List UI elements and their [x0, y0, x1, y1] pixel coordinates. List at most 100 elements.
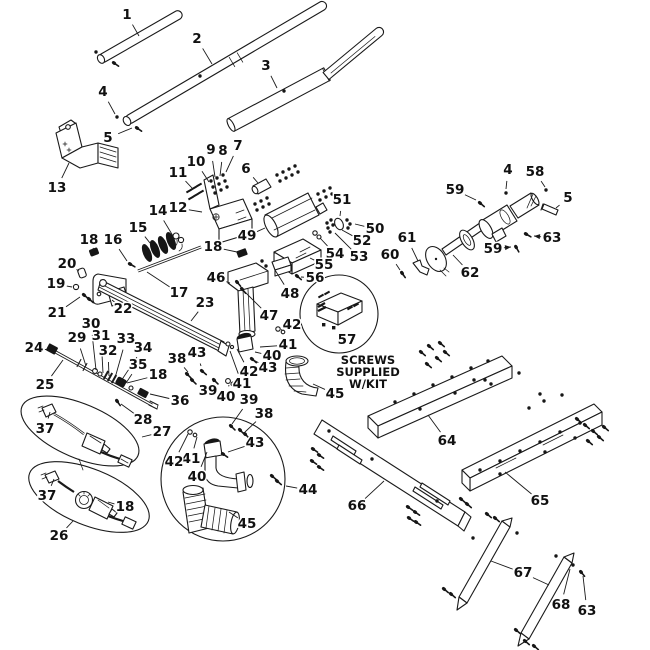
- part-label-40: 40: [188, 469, 207, 485]
- part-label-31: 31: [92, 328, 111, 344]
- part-label-40: 40: [263, 348, 282, 364]
- part-label-22: 22: [114, 301, 133, 317]
- part-label-16: 16: [104, 232, 123, 248]
- part-label-14: 14: [149, 203, 168, 219]
- part-label-35: 35: [129, 357, 148, 373]
- kit-note-line-1: SCREWS: [341, 353, 395, 367]
- part-label-26: 26: [50, 528, 69, 544]
- part-label-45: 45: [238, 516, 257, 532]
- part-label-17: 17: [170, 285, 189, 301]
- kit-note-line-2: SUPPLIED: [336, 365, 400, 379]
- part-label-39: 39: [199, 383, 218, 399]
- part-label-37: 37: [38, 488, 57, 504]
- part-label-42: 42: [240, 364, 259, 380]
- part-label-18: 18: [149, 367, 168, 383]
- part-label-59: 59: [446, 182, 465, 198]
- part-label-23: 23: [196, 295, 215, 311]
- part-label-54: 54: [326, 246, 345, 262]
- part-label-6: 6: [241, 161, 250, 177]
- part-label-38: 38: [168, 351, 187, 367]
- pivot-bar-assembly: [92, 273, 230, 357]
- part-label-12: 12: [169, 200, 188, 216]
- mount-bracket-assembly: [77, 174, 344, 279]
- part-label-41: 41: [182, 451, 201, 467]
- chute-assembly: [227, 256, 292, 353]
- spinner-shaft-assembly: [412, 192, 559, 277]
- part-label-52: 52: [353, 233, 372, 249]
- leader-lines: [44, 24, 587, 601]
- part-label-5: 5: [103, 130, 112, 146]
- part-label-65: 65: [531, 493, 550, 509]
- corrugated-elbow-upper: [284, 355, 319, 397]
- part-label-43: 43: [188, 345, 207, 361]
- deflector-strips: [456, 517, 575, 647]
- linkage-rod-assembly: [46, 343, 159, 410]
- part-label-18: 18: [80, 232, 99, 248]
- part-label-55: 55: [315, 257, 334, 273]
- mounting-rails: [313, 355, 603, 532]
- part-label-13: 13: [48, 180, 67, 196]
- part-label-41: 41: [279, 337, 298, 353]
- part-label-58: 58: [526, 164, 545, 180]
- part-label-56: 56: [306, 270, 325, 286]
- part-label-42: 42: [283, 317, 302, 333]
- part-label-53: 53: [350, 249, 369, 265]
- part-label-49: 49: [238, 228, 257, 244]
- part-label-41: 41: [233, 376, 252, 392]
- part-label-34: 34: [134, 340, 153, 356]
- cable-detail-ellipses: [20, 395, 150, 533]
- part-label-33: 33: [117, 331, 136, 347]
- part-label-42: 42: [165, 454, 184, 470]
- part-label-37: 37: [36, 421, 55, 437]
- kit-note: SCREWS SUPPLIED W/KIT: [336, 353, 400, 391]
- part-label-18: 18: [116, 499, 135, 515]
- part-label-9: 9: [206, 142, 215, 158]
- part-label-63: 63: [578, 603, 597, 619]
- part-label-5: 5: [563, 190, 572, 206]
- part-label-4: 4: [98, 84, 107, 100]
- part-label-7: 7: [233, 138, 242, 154]
- controller-detail-circle: [299, 274, 379, 354]
- part-label-32: 32: [99, 343, 118, 359]
- part-label-18: 18: [204, 239, 223, 255]
- part-label-68: 68: [552, 597, 571, 613]
- part-label-8: 8: [218, 143, 227, 159]
- part-label-24: 24: [25, 340, 44, 356]
- part-label-48: 48: [281, 286, 300, 302]
- part-label-27: 27: [153, 424, 172, 440]
- part-label-19: 19: [47, 276, 66, 292]
- hardware-fasteners: [65, 50, 610, 650]
- part-label-4: 4: [503, 162, 512, 178]
- part-label-43: 43: [246, 435, 265, 451]
- part-label-36: 36: [171, 393, 190, 409]
- part-label-29: 29: [68, 330, 87, 346]
- part-label-50: 50: [366, 221, 385, 237]
- part-label-57: 57: [338, 332, 357, 348]
- part-label-63: 63: [543, 230, 562, 246]
- part-label-15: 15: [129, 220, 148, 236]
- part-label-66: 66: [348, 498, 367, 514]
- kit-note-line-3: W/KIT: [349, 377, 387, 391]
- part-label-30: 30: [82, 316, 101, 332]
- part-label-40: 40: [217, 389, 236, 405]
- part-label-21: 21: [48, 305, 67, 321]
- part-label-2: 2: [192, 31, 201, 47]
- part-label-10: 10: [187, 154, 206, 170]
- floor-clamp: [55, 119, 119, 169]
- spout-detail-circle: [160, 416, 286, 542]
- part-label-11: 11: [169, 165, 188, 181]
- part-label-44: 44: [299, 482, 318, 498]
- part-label-61: 61: [398, 230, 417, 246]
- part-label-28: 28: [134, 412, 153, 428]
- part-label-47: 47: [260, 308, 279, 324]
- part-label-1: 1: [122, 7, 131, 23]
- part-label-51: 51: [333, 192, 352, 208]
- tube-parts: [96, 0, 385, 132]
- part-label-46: 46: [207, 270, 226, 286]
- part-label-25: 25: [36, 377, 55, 393]
- part-label-60: 60: [381, 247, 400, 263]
- part-label-38: 38: [255, 406, 274, 422]
- part-label-20: 20: [58, 256, 77, 272]
